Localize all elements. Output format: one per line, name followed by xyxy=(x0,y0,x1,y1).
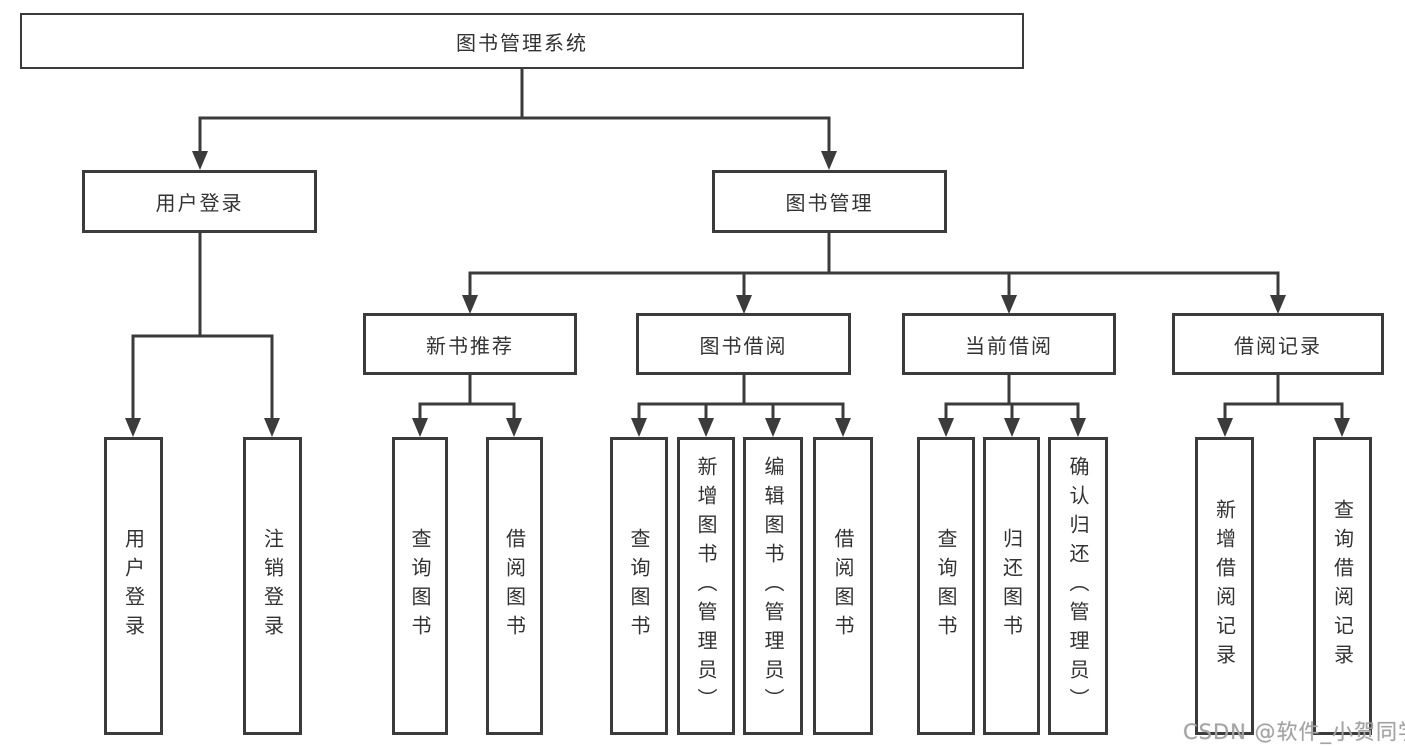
leaf-logout: 注销登录 xyxy=(243,437,302,735)
leaf-return-book-label: 归还图书 xyxy=(999,528,1024,644)
leaf-add-borrow-record: 新增借阅记录 xyxy=(1195,437,1254,735)
leaf-borrow-books-borrowing-label: 借阅图书 xyxy=(831,528,855,644)
leaf-add-book-admin: 新增图书（管理员） xyxy=(677,437,735,735)
leaf-confirm-return-admin-label: 确认归还（管理员） xyxy=(1066,455,1090,717)
node-user-login: 用户登录 xyxy=(82,170,317,233)
node-new-book-recommendation: 新书推荐 xyxy=(363,313,577,375)
node-library-management-system: 图书管理系统 xyxy=(20,13,1024,69)
leaf-borrow-books-borrowing: 借阅图书 xyxy=(813,437,873,735)
leaf-confirm-return-admin: 确认归还（管理员） xyxy=(1048,437,1108,735)
leaf-user-login: 用户登录 xyxy=(104,437,163,735)
leaf-query-books-recommend: 查询图书 xyxy=(392,437,448,735)
leaf-return-book: 归还图书 xyxy=(983,437,1040,735)
leaf-edit-book-admin-label: 编辑图书（管理员） xyxy=(761,455,785,717)
leaf-borrow-books-recommend: 借阅图书 xyxy=(486,437,543,735)
leaf-query-borrow-record: 查询借阅记录 xyxy=(1313,437,1372,735)
leaf-add-borrow-record-label: 新增借阅记录 xyxy=(1212,499,1237,673)
leaf-query-books-current-label: 查询图书 xyxy=(934,528,958,644)
leaf-edit-book-admin: 编辑图书（管理员） xyxy=(743,437,803,735)
leaf-query-books-recommend-label: 查询图书 xyxy=(408,528,432,644)
node-book-management: 图书管理 xyxy=(712,170,947,233)
node-current-borrowing: 当前借阅 xyxy=(902,313,1116,375)
node-borrowing-records: 借阅记录 xyxy=(1172,313,1384,375)
leaf-query-borrow-record-label: 查询借阅记录 xyxy=(1330,499,1355,673)
node-book-borrowing: 图书借阅 xyxy=(636,313,851,375)
leaf-logout-label: 注销登录 xyxy=(260,528,285,644)
leaf-borrow-books-recommend-label: 借阅图书 xyxy=(502,528,527,644)
leaf-query-books-borrowing: 查询图书 xyxy=(610,437,668,735)
leaf-add-book-admin-label: 新增图书（管理员） xyxy=(694,455,718,717)
leaf-query-books-current: 查询图书 xyxy=(917,437,975,735)
watermark-text: CSDN @软件_小贺同学 xyxy=(1183,720,1405,744)
leaf-user-login-label: 用户登录 xyxy=(121,528,146,644)
leaf-query-books-borrowing-label: 查询图书 xyxy=(627,528,651,644)
